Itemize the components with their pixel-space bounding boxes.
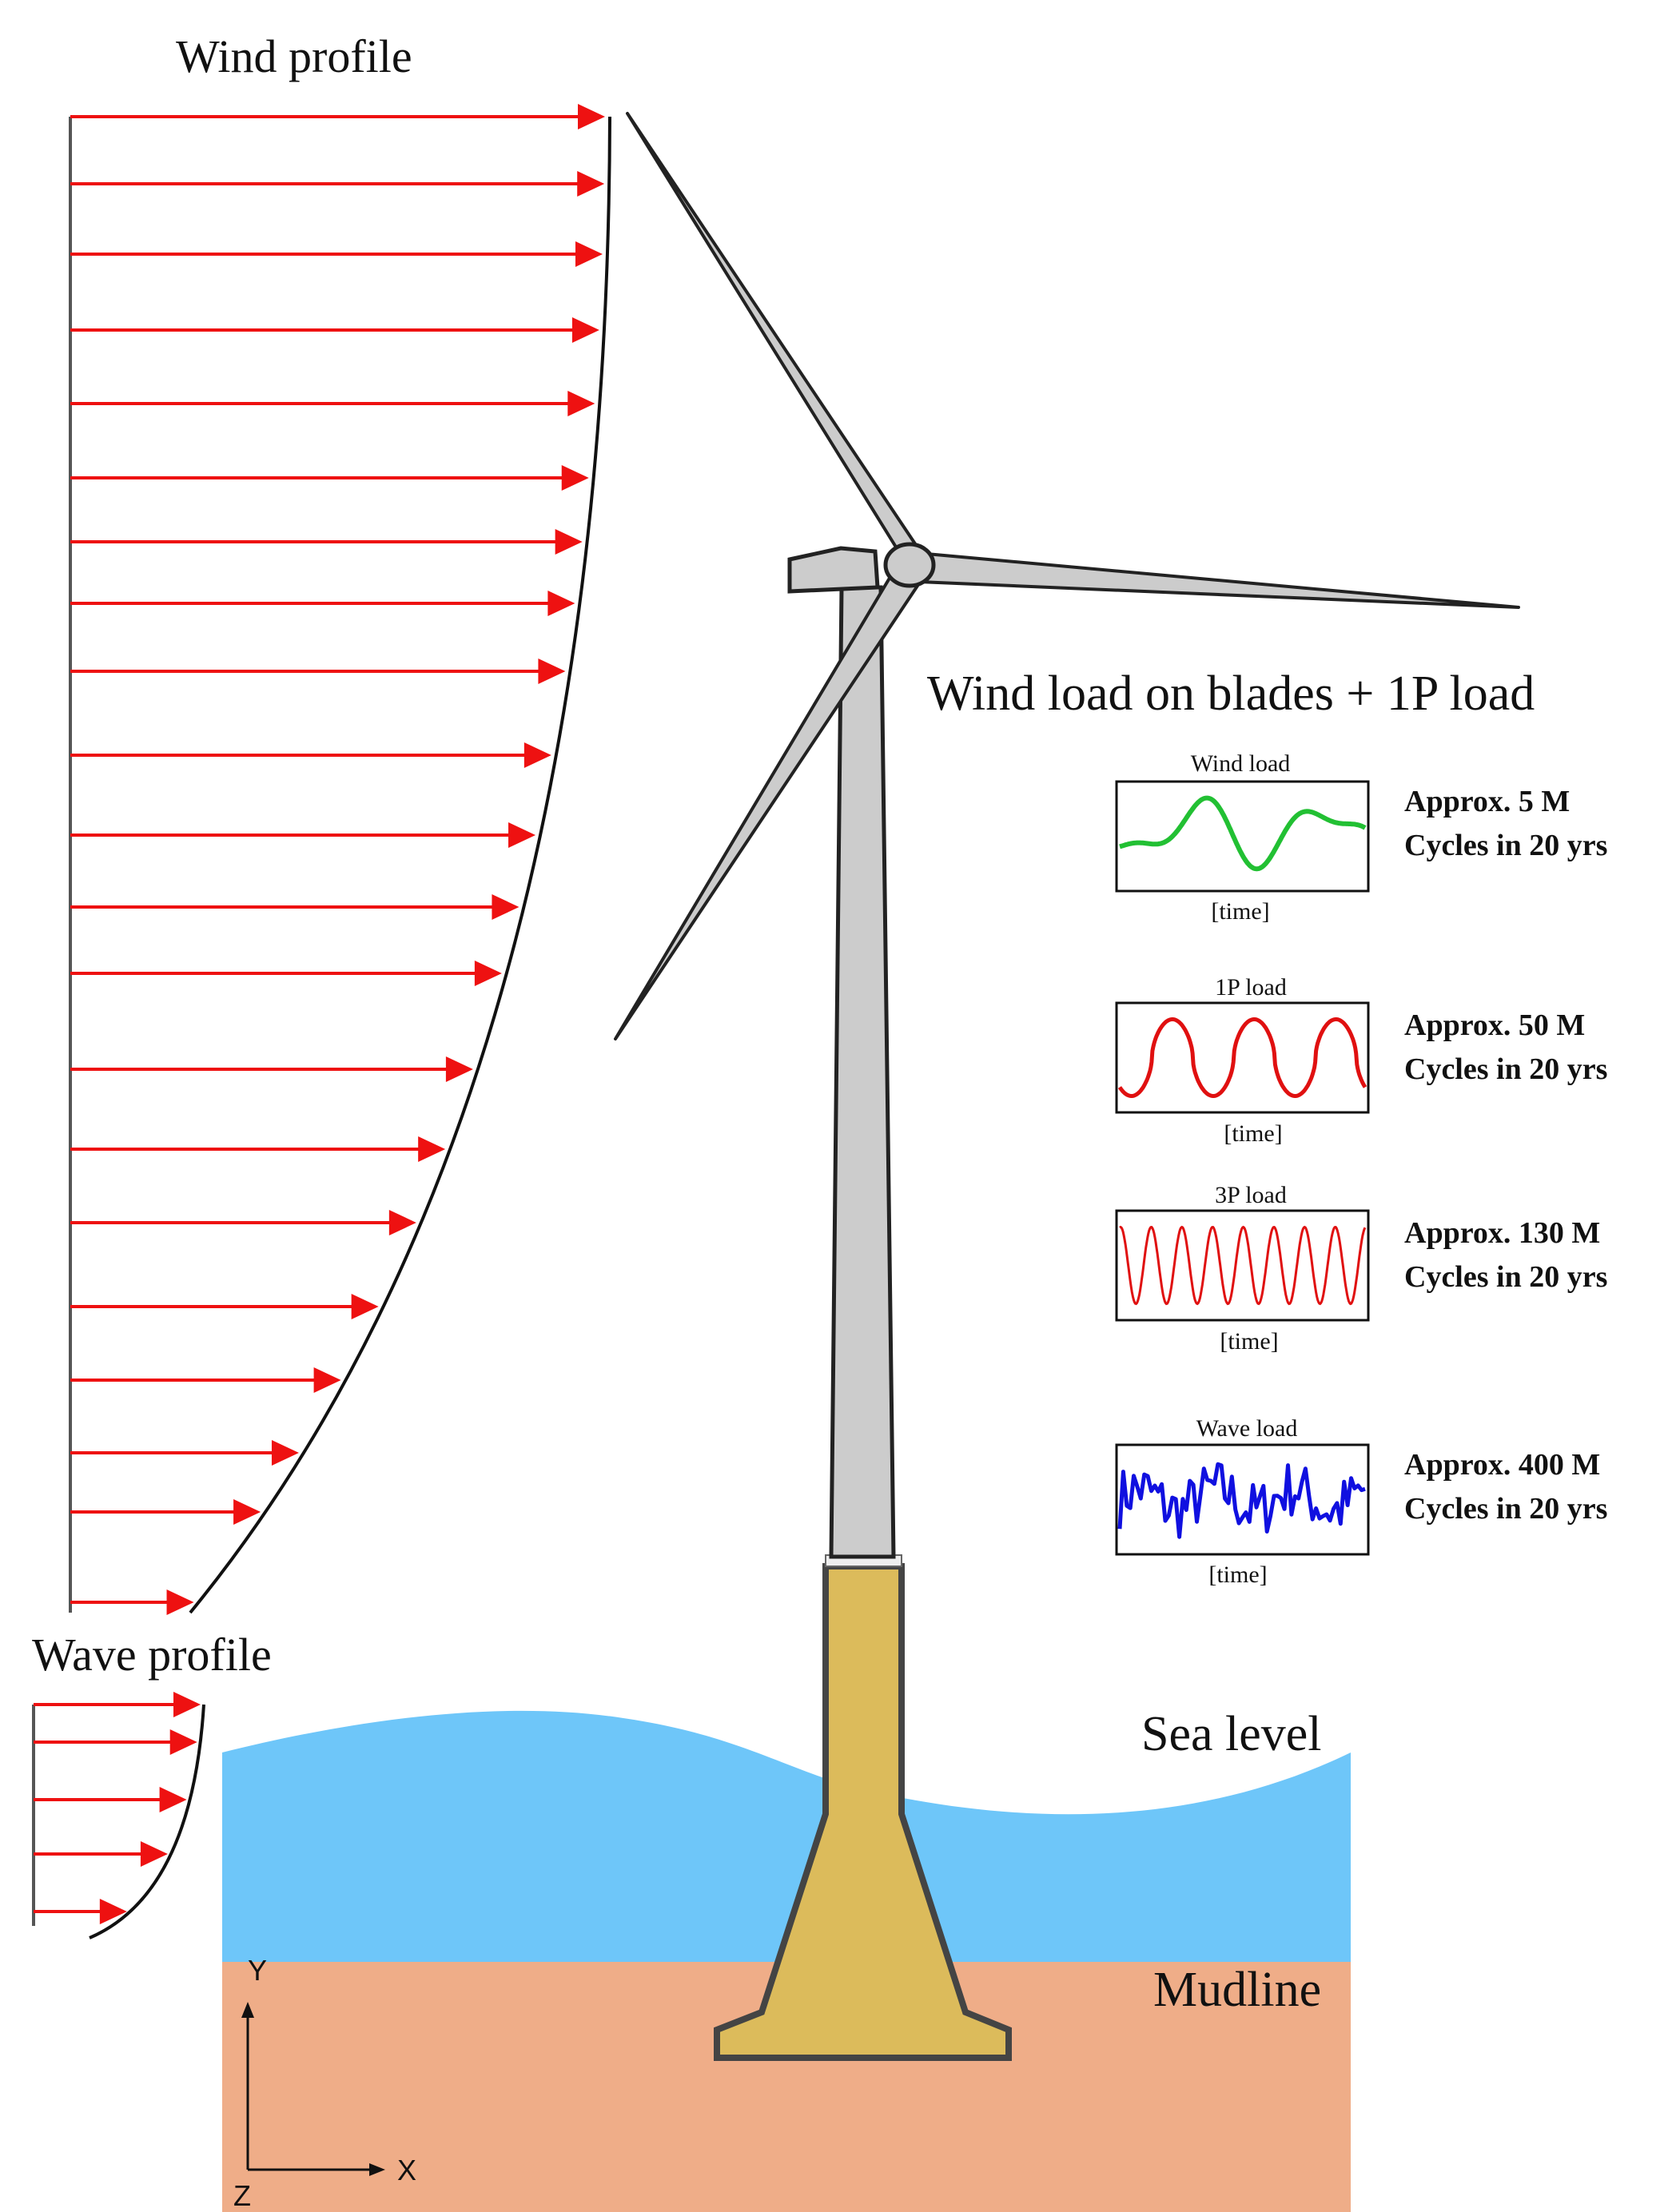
z-axis-label: Z (233, 2179, 251, 2212)
wind-arrow (70, 391, 595, 416)
nacelle (787, 546, 880, 594)
1p-load-panel: 1P load [time] Approx. 50 M Cycles in 20… (1115, 974, 1607, 1147)
panel-title: 1P load (1215, 974, 1287, 1001)
y-axis-arrowhead (241, 2002, 254, 2018)
blade-right (916, 551, 1520, 609)
cycles-period: Cycles in 20 yrs (1404, 1260, 1607, 1294)
3p-load-signal (1119, 1225, 1367, 1306)
cycles-count: Approx. 5 M (1404, 785, 1570, 818)
panel-time-label: [time] (1211, 898, 1269, 925)
panel-title: 3P load (1215, 1182, 1287, 1208)
signal-plot-frame (1115, 780, 1370, 893)
wave-arrow (34, 1899, 127, 1924)
wind-arrow (70, 658, 566, 684)
panel-time-label: [time] (1224, 1120, 1282, 1147)
wind-arrow (70, 104, 605, 129)
1p-load-signal (1117, 1017, 1367, 1098)
rotor-hub (883, 542, 936, 588)
blade-upper (626, 112, 921, 571)
wind-arrow (70, 1589, 194, 1615)
wave-arrow (34, 1787, 187, 1812)
signal-plot-frame (1115, 1001, 1370, 1114)
signal-plot-frame (1115, 1443, 1370, 1556)
wave-profile-arrows (34, 1692, 201, 1924)
panel-time-label: [time] (1220, 1328, 1278, 1355)
wind-arrow (70, 465, 589, 491)
loads-heading: Wind load on blades + 1P load (927, 666, 1535, 721)
wind-arrow (70, 317, 599, 343)
sea-level-label: Sea level (1141, 1707, 1322, 1761)
cycles-count: Approx. 130 M (1404, 1216, 1600, 1250)
gravity-foundation (714, 1563, 1012, 2061)
wind-profile-curve (189, 116, 611, 1614)
wave-load-signal (1117, 1462, 1366, 1539)
cycles-period: Cycles in 20 yrs (1404, 1492, 1607, 1526)
panel-time-label: [time] (1208, 1562, 1267, 1588)
wave-load-panel: Wave load [time] Approx. 400 M Cycles in… (1115, 1415, 1607, 1588)
wind-arrow (70, 1210, 416, 1235)
wind-arrow (70, 1294, 379, 1319)
mudline-label: Mudline (1153, 1963, 1321, 2017)
panel-title: Wind load (1191, 750, 1291, 777)
wind-arrow (70, 1367, 341, 1393)
wind-arrow (70, 591, 575, 616)
y-axis-label: Y (248, 1954, 267, 1987)
wind-arrow (70, 529, 583, 555)
wind-arrow (70, 822, 536, 848)
cycles-count: Approx. 50 M (1404, 1009, 1585, 1042)
wind-arrow (70, 961, 502, 986)
tower (829, 585, 896, 1559)
wind-arrow (70, 894, 520, 920)
wind-arrow (70, 1136, 446, 1162)
wind-load-panel: Wind load [time] Approx. 5 M Cycles in 2… (1115, 750, 1607, 925)
wind-load-signal (1119, 795, 1367, 872)
x-axis-arrowhead (369, 2163, 385, 2176)
cycles-period: Cycles in 20 yrs (1404, 1052, 1607, 1086)
wind-arrow (70, 171, 605, 197)
wind-arrow (70, 742, 551, 768)
wave-arrow (34, 1729, 197, 1755)
wind-arrow (70, 1440, 299, 1466)
wave-profile-curve (89, 1704, 205, 1939)
cycles-period: Cycles in 20 yrs (1404, 829, 1607, 862)
x-axis-label: X (397, 2154, 416, 2186)
wind-arrow (70, 1499, 261, 1525)
cycles-count: Approx. 400 M (1404, 1448, 1600, 1482)
wind-profile-label: Wind profile (176, 30, 412, 82)
sea-water (222, 1710, 1351, 1962)
wind-arrow (70, 241, 603, 267)
wave-profile-label: Wave profile (32, 1629, 272, 1681)
wind-profile-arrows (70, 104, 605, 1615)
panel-title: Wave load (1196, 1415, 1298, 1442)
wave-arrow (34, 1841, 168, 1867)
3p-load-panel: 3P load [time] Approx. 130 M Cycles in 2… (1115, 1182, 1607, 1355)
wind-arrow (70, 1056, 473, 1082)
wave-arrow (34, 1692, 201, 1717)
